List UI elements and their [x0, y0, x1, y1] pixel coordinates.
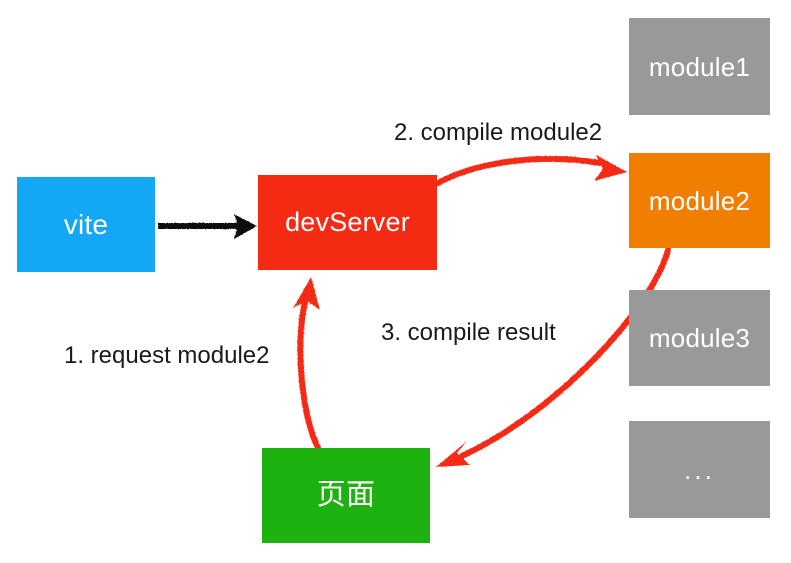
arrow-devserver-to-module2 [435, 155, 627, 186]
node-vite-label: vite [63, 208, 109, 240]
node-page[interactable]: 页面 [262, 448, 430, 543]
node-module1-label: module1 [648, 51, 751, 82]
node-devserver[interactable]: devServer [258, 175, 437, 270]
node-module3[interactable]: module3 [629, 290, 770, 386]
node-vite[interactable]: vite [17, 177, 155, 272]
node-module3-label: module3 [648, 323, 751, 353]
node-module2-label: module2 [648, 185, 751, 216]
edge-label-compile-module2: 2. compile module2 [394, 119, 603, 146]
arrow-page-to-devserver [293, 277, 321, 451]
node-devserver-label: devServer [285, 207, 410, 237]
node-module2[interactable]: module2 [629, 153, 770, 248]
node-page-label: 页面 [316, 479, 376, 511]
edge-label-request-module2: 1. request module2 [64, 342, 270, 369]
node-more-modules[interactable]: ... [629, 421, 770, 518]
node-module1[interactable]: module1 [629, 18, 770, 115]
edge-label-compile-result: 3. compile result [381, 319, 556, 346]
arrow-vite-to-devserver [158, 214, 257, 239]
node-more-label: ... [684, 454, 715, 485]
